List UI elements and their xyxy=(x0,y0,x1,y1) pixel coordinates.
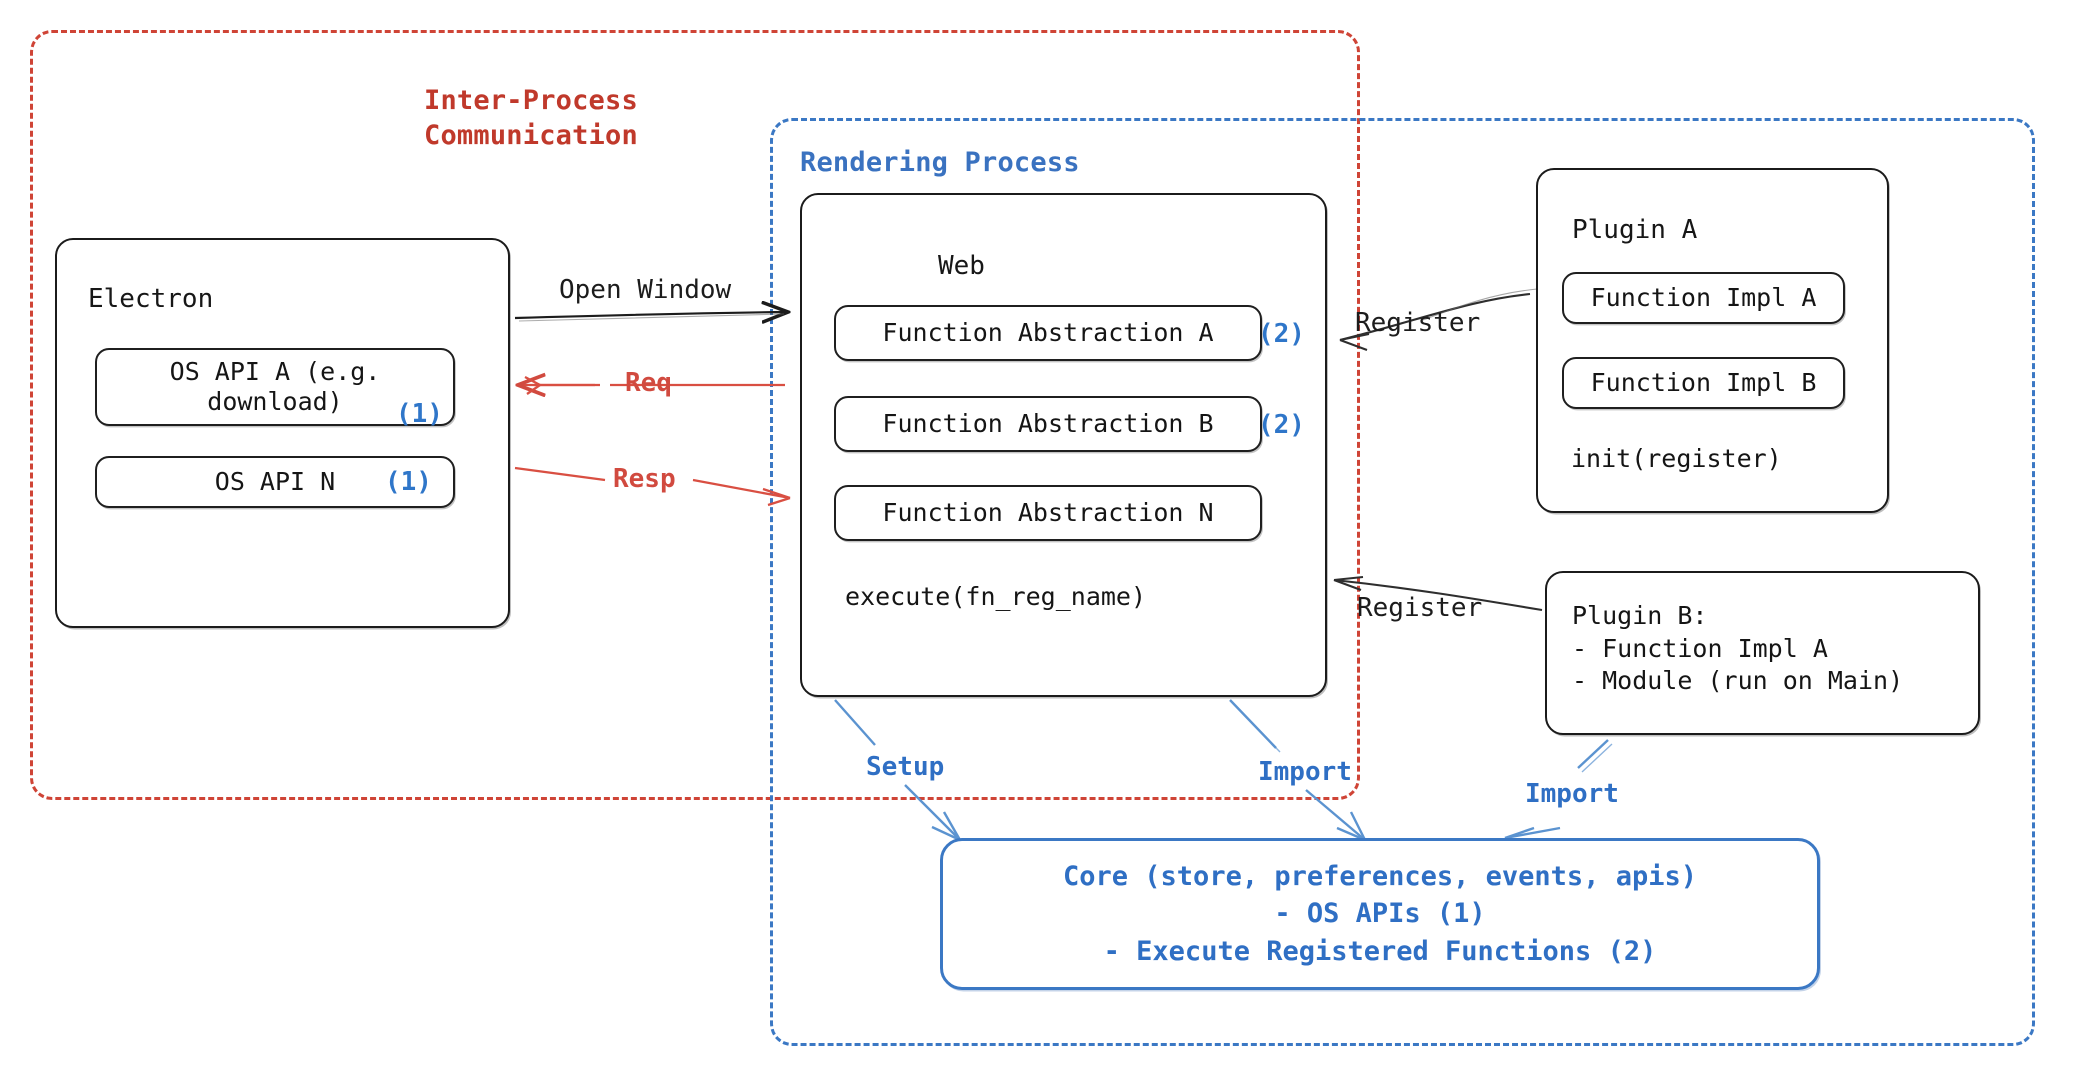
rendering-process-label: Rendering Process xyxy=(800,147,1080,178)
os-api-n-tag: (1) xyxy=(385,467,432,497)
function-impl-a-label: Function Impl A xyxy=(1590,282,1817,312)
os-api-n-box[interactable]: OS API N xyxy=(95,456,455,508)
function-abstraction-n-box[interactable]: Function Abstraction N xyxy=(834,485,1262,541)
web-execute-label: execute(fn_reg_name) xyxy=(845,582,1147,611)
os-api-n-label: OS API N xyxy=(214,466,336,496)
open-window-label: Open Window xyxy=(559,275,732,305)
function-impl-a-box[interactable]: Function Impl A xyxy=(1562,272,1845,324)
setup-label: Setup xyxy=(866,752,945,782)
plugin-b-text: Plugin B: - Function Impl A - Module (ru… xyxy=(1572,601,1904,695)
electron-box[interactable] xyxy=(55,238,510,628)
plugin-b-box[interactable] xyxy=(1545,571,1980,735)
req-label: Req xyxy=(625,368,672,398)
ipc-boundary xyxy=(30,30,1360,800)
plugin-a-box[interactable] xyxy=(1536,168,1889,513)
os-api-a-label: OS API A (e.g. download) xyxy=(169,356,381,417)
core-text: Core (store, preferences, events, apis) … xyxy=(1063,861,1697,967)
plugin-a-init-label: init(register) xyxy=(1571,444,1782,473)
import-plugin-b-label: Import xyxy=(1525,779,1619,809)
os-api-a-tag: (1) xyxy=(396,399,443,429)
electron-title: Electron xyxy=(88,284,214,314)
function-abstraction-n-label: Function Abstraction N xyxy=(882,497,1214,527)
core-box[interactable]: Core (store, preferences, events, apis) … xyxy=(940,838,1820,990)
function-abstraction-b-label: Function Abstraction B xyxy=(882,408,1214,438)
function-abstraction-a-box[interactable]: Function Abstraction A xyxy=(834,305,1262,361)
function-abstraction-a-tag: (2) xyxy=(1258,319,1305,349)
ipc-boundary-label: Inter-Process Communication xyxy=(424,85,638,151)
function-abstraction-a-label: Function Abstraction A xyxy=(882,317,1214,347)
function-abstraction-b-tag: (2) xyxy=(1258,410,1305,440)
function-abstraction-b-box[interactable]: Function Abstraction B xyxy=(834,396,1262,452)
function-impl-b-label: Function Impl B xyxy=(1590,367,1817,397)
web-title: Web xyxy=(938,251,985,281)
resp-label: Resp xyxy=(613,464,676,494)
function-impl-b-box[interactable]: Function Impl B xyxy=(1562,357,1845,409)
os-api-a-box[interactable]: OS API A (e.g. download) xyxy=(95,348,455,426)
register-plugin-b-label: Register xyxy=(1357,593,1483,623)
plugin-a-title: Plugin A xyxy=(1572,215,1698,245)
rendering-process-boundary xyxy=(770,118,2035,1046)
import-web-label: Import xyxy=(1258,757,1352,787)
register-plugin-a-label: Register xyxy=(1355,308,1481,338)
